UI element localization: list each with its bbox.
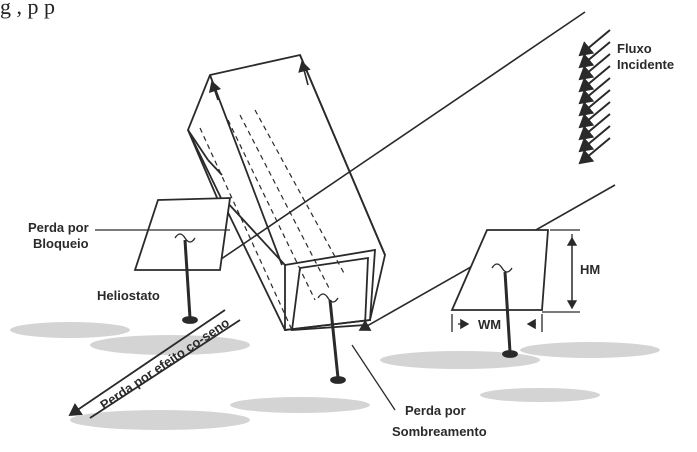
ground-texture	[10, 322, 660, 430]
label-wm: WM	[478, 317, 501, 332]
beam-up-arrows	[208, 60, 311, 101]
hm-dimension	[542, 229, 580, 313]
reflected-beam-box	[187, 53, 386, 332]
heliostat-right	[450, 229, 549, 358]
incident-ray-lines	[204, 11, 616, 331]
heliostat-left	[133, 197, 232, 324]
label-heliostato: Heliostato	[97, 288, 160, 303]
label-bloqueio-2: Bloqueio	[33, 236, 89, 251]
heliostat-middle	[290, 256, 369, 384]
cropped-caption: g , p p	[0, 0, 55, 19]
incident-flux-arrows	[578, 29, 611, 165]
label-sombreamento-2: Sombreamento	[392, 424, 487, 439]
label-sombreamento-1: Perda por	[405, 403, 466, 418]
label-incidente: Incidente	[617, 57, 674, 72]
cosine-loss-arrow	[68, 309, 241, 419]
label-hm: HM	[580, 262, 600, 277]
wm-dimension	[451, 314, 543, 332]
leader-lines	[95, 229, 396, 411]
label-fluxo: Fluxo	[617, 41, 652, 56]
label-bloqueio-1: Perda por	[28, 220, 89, 235]
